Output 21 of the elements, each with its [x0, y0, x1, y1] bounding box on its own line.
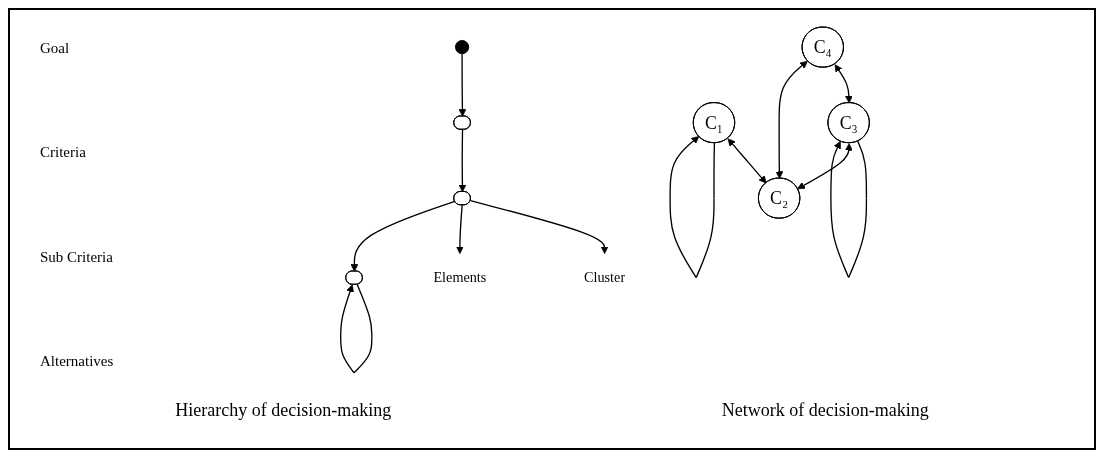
arrow: [458, 53, 467, 117]
arrow: [727, 138, 767, 184]
arrow: [834, 64, 853, 104]
arrow: [797, 143, 853, 190]
arrow: [669, 136, 716, 279]
level-label: Goal: [40, 40, 71, 57]
level-label: Criteria: [40, 144, 87, 162]
arrow: [350, 200, 456, 272]
level-label: Sub Criteria: [40, 248, 114, 266]
panel-caption: Network of decision-making: [721, 400, 929, 421]
node-circle: [454, 40, 470, 55]
arrow: [775, 60, 808, 179]
arrow: [830, 140, 868, 279]
node-text: Elements: [433, 269, 487, 285]
panel-caption: Hierarchy of decision-making: [175, 400, 392, 421]
node-text: Cluster: [584, 269, 626, 285]
arrow: [469, 200, 609, 254]
level-label: Alternatives: [40, 353, 114, 370]
arrow: [458, 129, 467, 193]
arrow: [340, 283, 373, 374]
arrow: [456, 204, 464, 254]
